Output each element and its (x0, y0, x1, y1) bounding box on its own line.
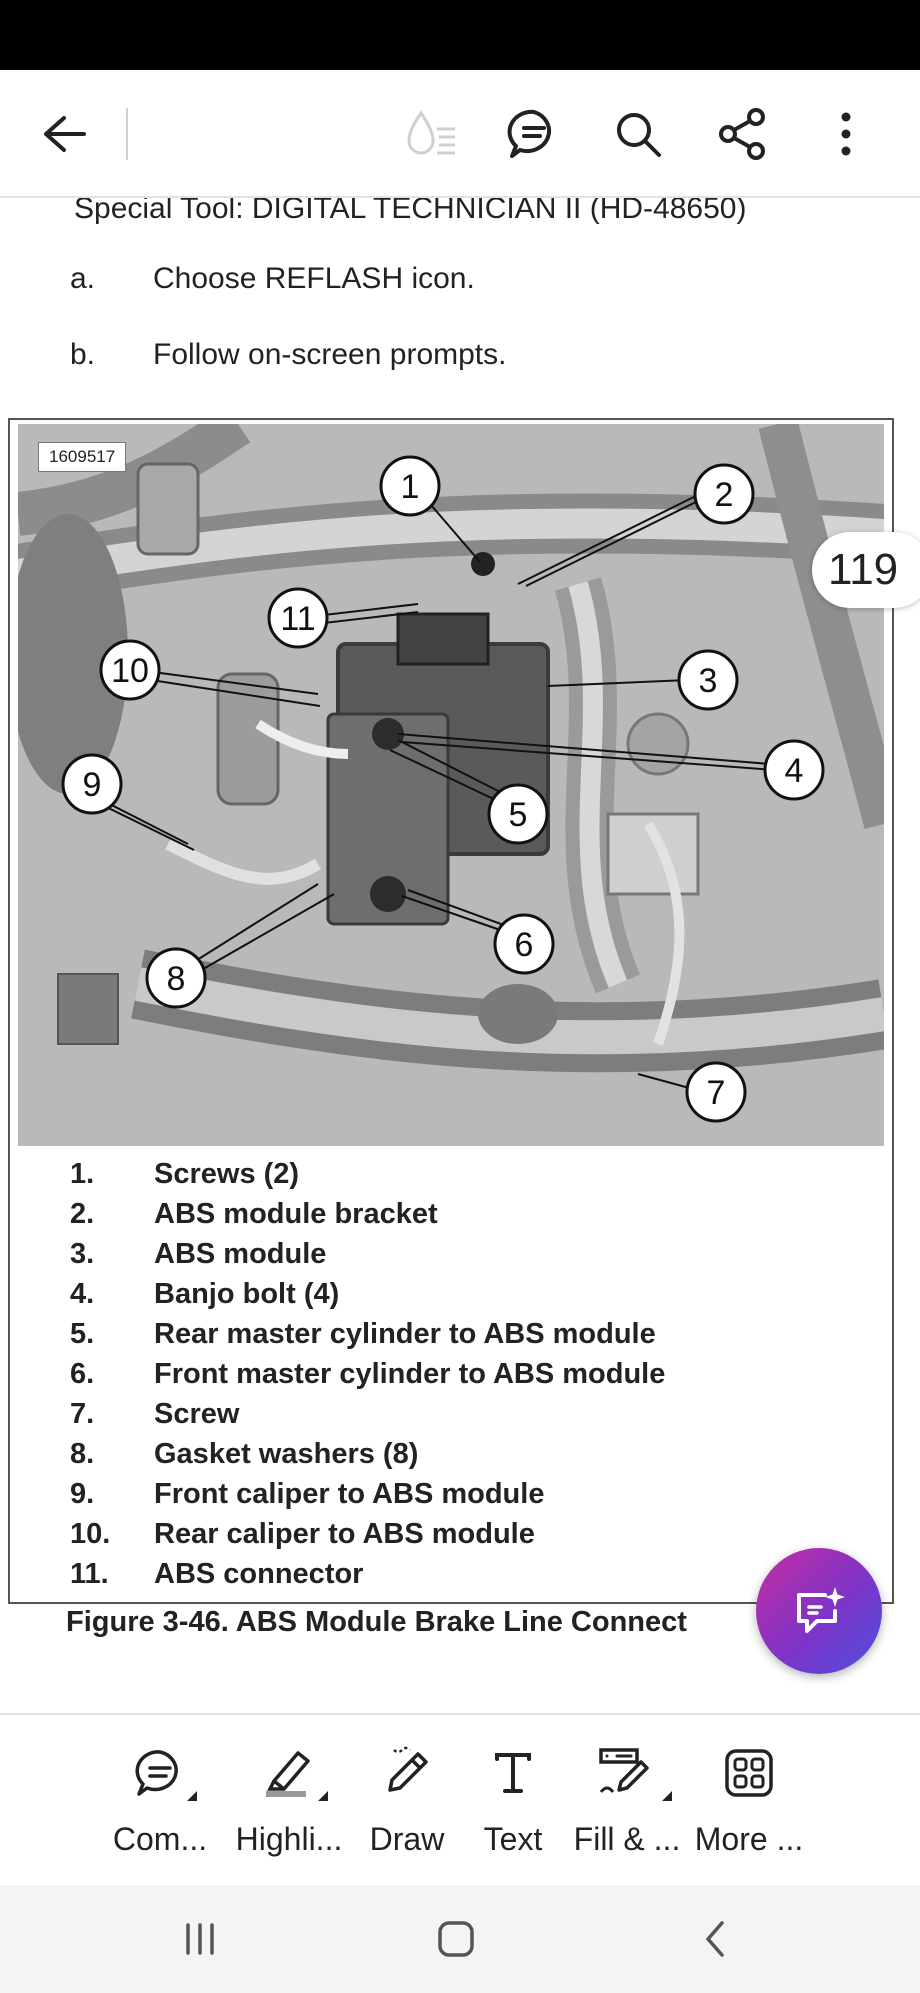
callout-7: 7 (685, 1061, 747, 1123)
svg-text:10: 10 (111, 652, 149, 690)
svg-text:1: 1 (401, 468, 420, 506)
more-vertical-icon[interactable] (826, 102, 866, 166)
svg-text:11: 11 (280, 600, 315, 638)
text-icon (495, 1753, 531, 1793)
callout-10: 10 (99, 639, 161, 701)
home-icon[interactable] (426, 1909, 486, 1969)
back-arrow-icon[interactable] (36, 106, 92, 162)
step-a-text: Choose REFLASH icon. (153, 262, 475, 295)
svg-text:7: 7 (707, 1074, 726, 1112)
svg-text:8: 8 (167, 960, 186, 998)
svg-text:6: 6 (515, 926, 534, 964)
back-chevron-icon[interactable] (686, 1909, 746, 1969)
callout-2: 2 (693, 463, 755, 525)
ai-chat-sparkle-icon (797, 1587, 845, 1633)
tool-fill-sign-label: Fill & ... (573, 1821, 681, 1857)
fill-sign-icon (599, 1748, 649, 1793)
system-nav-bar (0, 1885, 920, 1993)
tool-highlight-label: Highli... (235, 1821, 343, 1857)
tool-draw-label: Draw (369, 1821, 445, 1857)
tool-comment[interactable]: Com... (95, 1743, 225, 1858)
step-b-text: Follow on-screen prompts. (153, 338, 507, 371)
figure-box: 1 2 3 4 5 6 7 8 9 10 11 1609517 1.Screws… (8, 418, 894, 1604)
legend-item-3: 3.ABS module (70, 1238, 327, 1270)
toolbar-divider (126, 108, 128, 160)
legend-item-10: 10.Rear caliper to ABS module (70, 1518, 535, 1550)
tool-text[interactable]: Text (448, 1743, 578, 1858)
page-number-badge[interactable]: 119 (812, 532, 920, 608)
abs-module-photo: 1 2 3 4 5 6 7 8 9 10 11 1609517 (18, 424, 884, 1146)
tool-draw[interactable]: Draw (342, 1743, 472, 1858)
tool-fill-sign[interactable]: Fill & ... (562, 1743, 692, 1858)
callout-3: 3 (677, 649, 739, 711)
svg-text:2: 2 (715, 476, 734, 514)
legend-item-8: 8.Gasket washers (8) (70, 1438, 419, 1470)
legend-item-1: 1.Screws (2) (70, 1158, 300, 1190)
legend-item-7: 7.Screw (70, 1398, 240, 1430)
legend-item-5: 5.Rear master cylinder to ABS module (70, 1318, 656, 1350)
callout-5: 5 (487, 783, 549, 845)
svg-text:4: 4 (785, 752, 804, 790)
callout-6: 6 (493, 913, 555, 975)
legend-item-2: 2.ABS module bracket (70, 1198, 438, 1230)
legend-item-6: 6.Front master cylinder to ABS module (70, 1358, 666, 1390)
share-icon[interactable] (712, 102, 772, 166)
figure-image-id: 1609517 (38, 442, 127, 472)
tool-more-label: More ... (694, 1821, 804, 1857)
step-b-letter: b. (70, 338, 96, 371)
legend-item-9: 9.Front caliper to ABS module (70, 1478, 545, 1510)
figure-caption: Figure 3-46. ABS Module Brake Line Conne… (66, 1606, 687, 1638)
tool-comment-label: Com... (112, 1821, 208, 1857)
tool-text-label: Text (483, 1821, 543, 1857)
liquid-mode-icon[interactable] (402, 104, 462, 164)
svg-text:5: 5 (509, 796, 528, 834)
svg-text:9: 9 (83, 766, 102, 804)
callout-4: 4 (763, 739, 825, 801)
status-bar (0, 0, 920, 70)
step-a-letter: a. (70, 262, 96, 295)
abs-module-illustration: 1 2 3 4 5 6 7 8 9 10 11 (18, 424, 884, 1146)
callout-11: 11 (267, 587, 329, 649)
top-app-bar (0, 70, 920, 198)
callout-1: 1 (379, 455, 441, 517)
comment-icon (135, 1750, 178, 1796)
callout-9: 9 (61, 753, 123, 815)
special-tool-line: Special Tool: DIGITAL TECHNICIAN II (HD-… (74, 198, 747, 225)
svg-text:3: 3 (699, 662, 718, 700)
search-icon[interactable] (608, 104, 668, 164)
callout-8: 8 (145, 947, 207, 1009)
more-grid-icon (725, 1749, 773, 1797)
document-page[interactable]: Special Tool: DIGITAL TECHNICIAN II (HD-… (0, 198, 920, 1713)
comments-list-icon[interactable] (502, 102, 566, 166)
legend-item-4: 4.Banjo bolt (4) (70, 1278, 340, 1310)
recents-icon[interactable] (170, 1909, 230, 1969)
highlighter-icon (266, 1751, 310, 1797)
annotation-toolbar: Com... Highli... Draw Text Fill & ... Mo… (0, 1713, 920, 1887)
tool-more[interactable]: More ... (684, 1743, 814, 1858)
tool-highlight[interactable]: Highli... (224, 1743, 354, 1858)
ai-assistant-button[interactable] (756, 1548, 882, 1674)
legend-item-11: 11.ABS connector (70, 1558, 364, 1590)
draw-pencil-icon (388, 1746, 428, 1792)
